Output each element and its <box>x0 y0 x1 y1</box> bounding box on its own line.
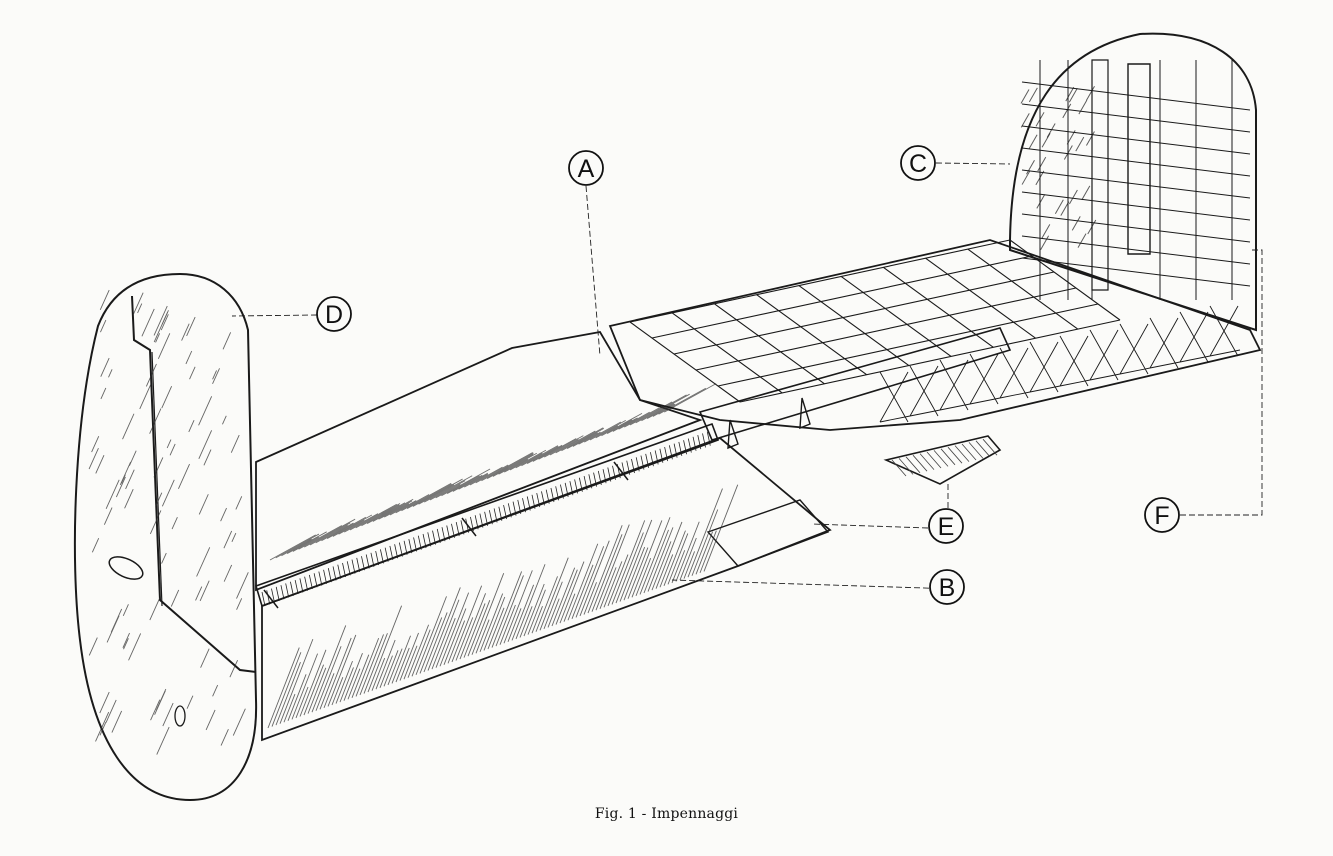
callout-A-label: A <box>578 155 595 183</box>
callout-D: D <box>316 296 352 332</box>
callout-B: B <box>929 569 965 605</box>
callout-D-label: D <box>325 301 343 329</box>
callout-C-label: C <box>909 150 927 178</box>
callout-E-label: E <box>938 513 955 541</box>
callout-E: E <box>928 508 964 544</box>
left-endplate-fin <box>75 274 256 800</box>
callout-C: C <box>900 145 936 181</box>
figure-caption: Fig. 1 - Impennaggi <box>594 806 739 822</box>
callout-A: A <box>568 150 604 186</box>
leader-lines <box>232 163 1262 589</box>
elevator <box>262 438 830 740</box>
callout-B-label: B <box>939 574 956 602</box>
callout-F: F <box>1144 497 1180 533</box>
callout-F-label: F <box>1154 502 1169 530</box>
tailplane-structure <box>610 240 1260 484</box>
vertical-fin <box>1010 34 1256 330</box>
